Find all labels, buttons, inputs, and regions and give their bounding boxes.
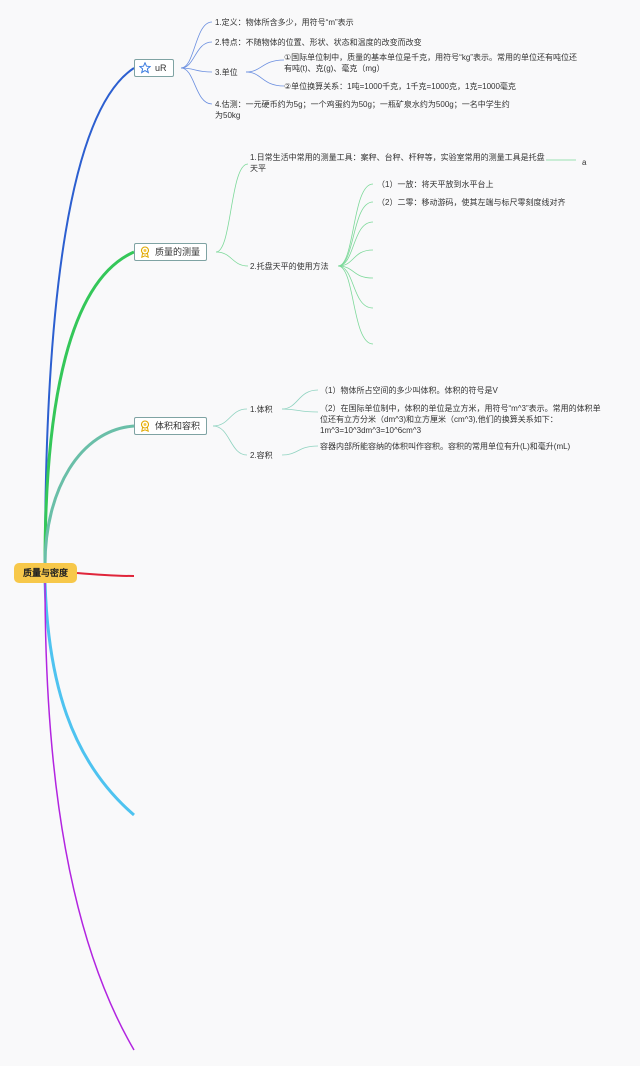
- capacity-definition[interactable]: 容器内部所能容纳的体积叫作容积。容积的常用单位有升(L)和毫升(mL): [320, 442, 571, 451]
- volume-item-capacity[interactable]: 2.容积: [250, 451, 273, 460]
- branch-volume-topic[interactable]: 体积和容积: [134, 417, 208, 435]
- award-icon: [140, 246, 150, 258]
- mass-item-estimate[interactable]: 4.估测：一元硬币约为5g；一个鸡蛋约为50g；一瓶矿泉水约为500g；一名中学…: [215, 100, 510, 120]
- measure-item-tools-note[interactable]: a: [582, 158, 587, 167]
- mass-item-definition[interactable]: 1.定义：物体所含多少，用符号“m”表示: [215, 18, 354, 27]
- mass-unit-conversion[interactable]: ②单位换算关系：1吨=1000千克，1千克=1000克，1克=1000毫克: [284, 82, 516, 91]
- branch-line-cyan: [43, 581, 135, 817]
- branch-line-volume: [43, 424, 135, 566]
- root-topic[interactable]: 质量与密度: [14, 563, 77, 583]
- volume-item-volume[interactable]: 1.体积: [250, 405, 273, 414]
- mass-connectors: [180, 21, 285, 105]
- mass-item-unit[interactable]: 3.单位: [215, 68, 238, 77]
- branch-line-red: [76, 572, 135, 577]
- star-icon: [139, 62, 151, 74]
- volume-definition[interactable]: （1）物体所占空间的多少叫体积。体积的符号是V: [320, 386, 498, 395]
- measure-item-tools[interactable]: 1.日常生活中常用的测量工具：案秤、台秤、杆秤等，实验室常用的测量工具是托盘天平: [250, 153, 545, 173]
- branch-measure-label: 质量的测量: [155, 247, 201, 257]
- branch-line-purple: [44, 581, 135, 1051]
- mass-unit-si[interactable]: ①国际单位制中，质量的基本单位是千克，用符号“kg”表示。常用的单位还有吨位还有…: [284, 53, 577, 73]
- award-icon: [140, 420, 150, 432]
- volume-units[interactable]: （2）在国际单位制中，体积的单位是立方米，用符号“m^3”表示。常用的体积单位还…: [320, 404, 601, 435]
- balance-step-zero[interactable]: （2）二零：移动游码，使其左端与标尺零刻度线对齐: [377, 198, 566, 207]
- measure-connectors: [215, 159, 576, 345]
- branch-mass-topic[interactable]: uR: [134, 59, 174, 77]
- measure-item-balance-usage[interactable]: 2.托盘天平的使用方法: [250, 262, 329, 271]
- branch-measure-topic[interactable]: 质量的测量: [134, 243, 208, 261]
- mass-item-property[interactable]: 2.特点：不随物体的位置、形状、状态和温度的改变而改变: [215, 38, 422, 47]
- branch-line-mass: [44, 67, 135, 566]
- balance-step-place[interactable]: （1）一放：将天平放到水平台上: [377, 180, 494, 189]
- branch-volume-label: 体积和容积: [155, 421, 201, 431]
- volume-connectors: [212, 389, 319, 456]
- branch-line-measure: [43, 250, 135, 566]
- branch-mass-label: uR: [155, 63, 167, 73]
